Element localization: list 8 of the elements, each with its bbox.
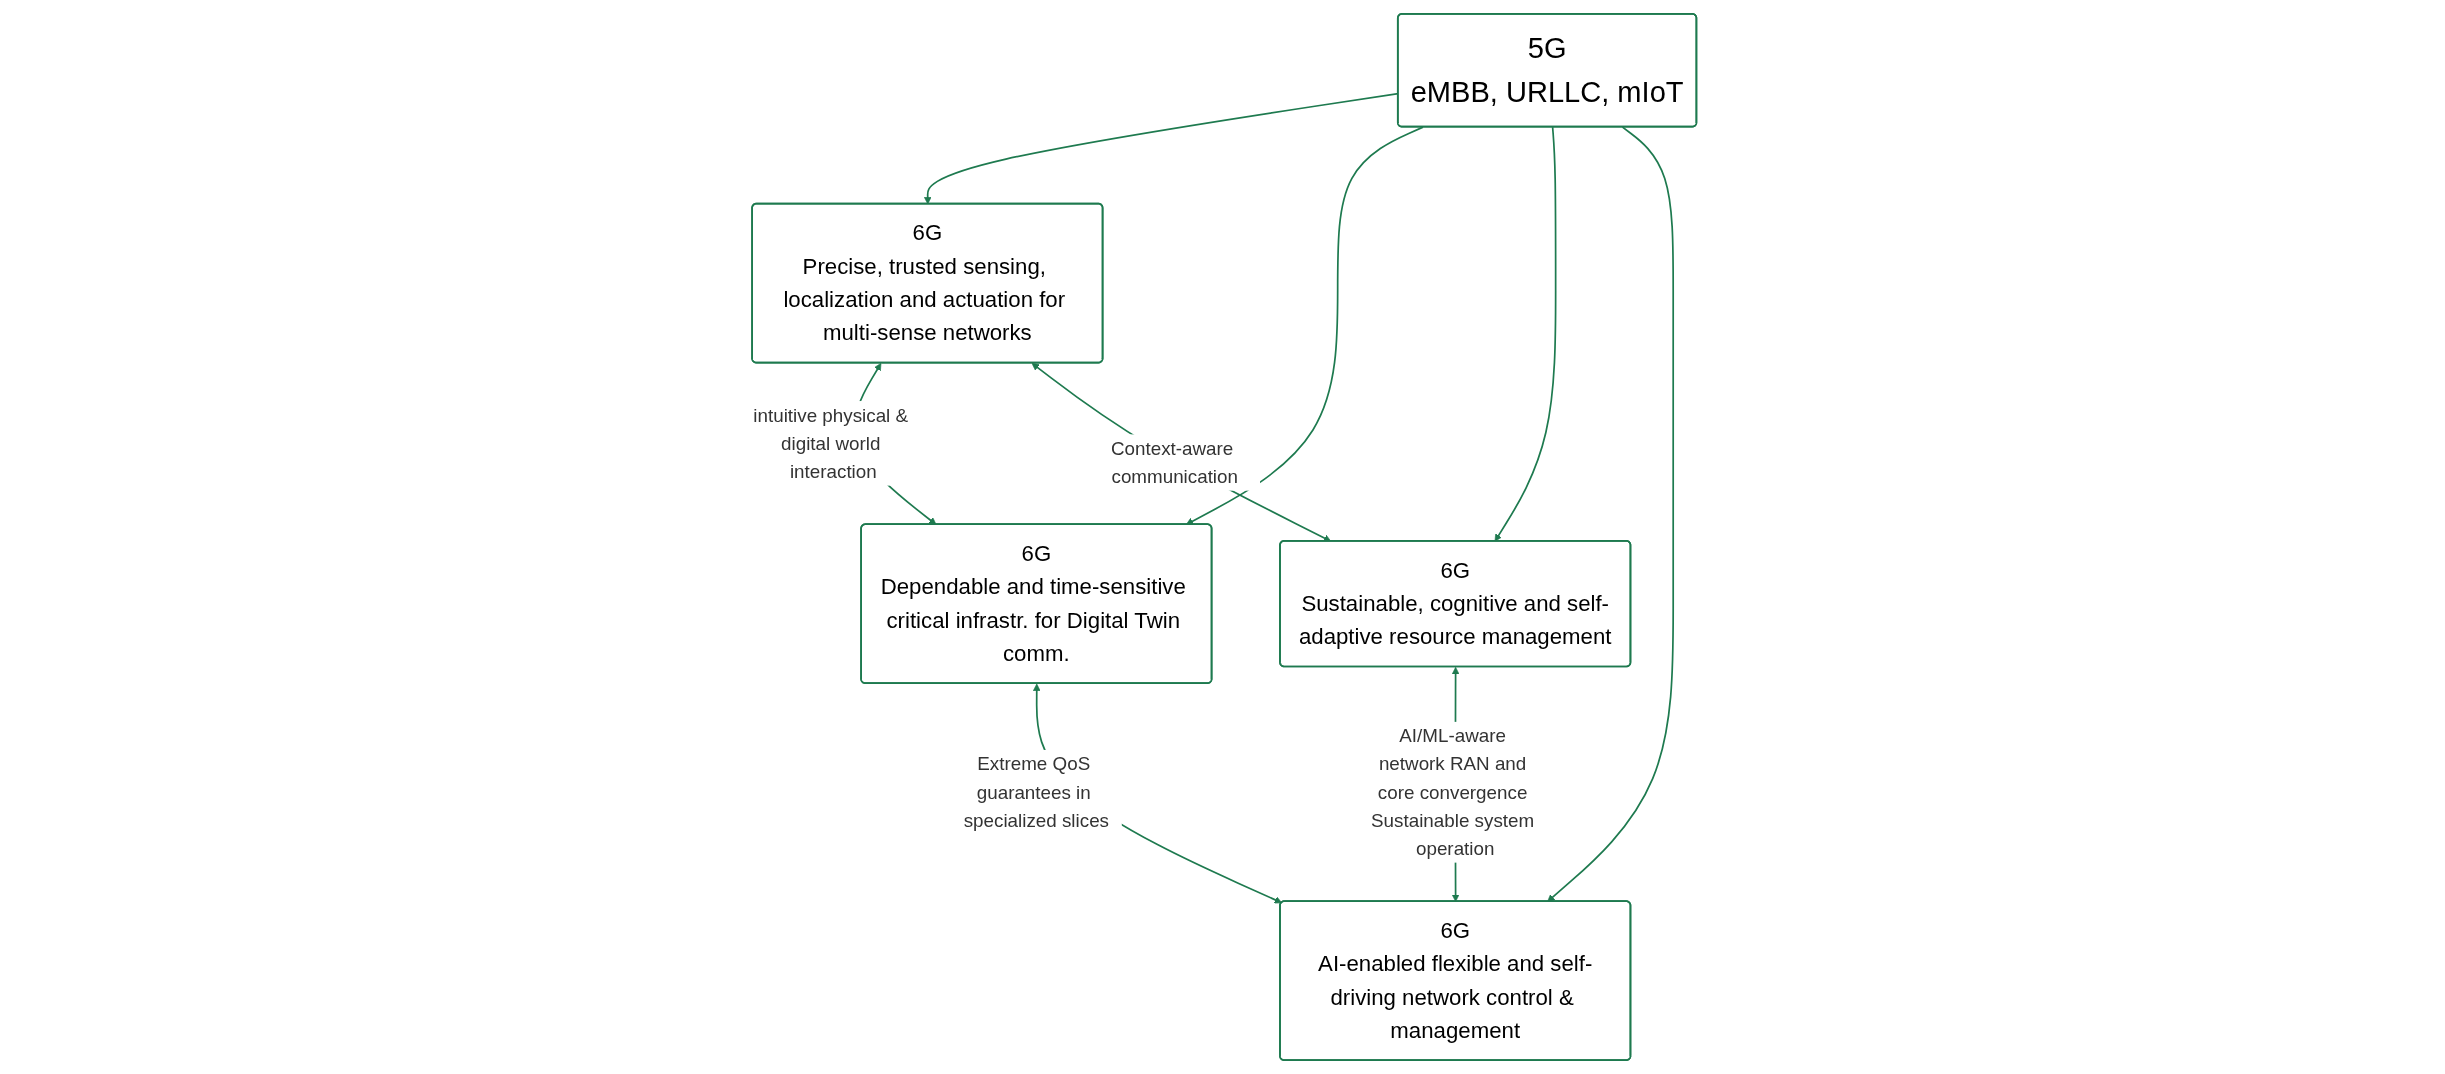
- edge-label: intuitive physical & digital world interaction: [753, 404, 909, 483]
- edge-label: Extreme QoS guarantees in specialized slices: [964, 753, 1110, 832]
- edge-label: Context-aware communication: [1111, 437, 1239, 488]
- arrow: [1495, 126, 1557, 542]
- arrow: [1031, 362, 1332, 542]
- edge-label: AI/ML-aware network RAN and core convergence Sustainable system operation: [1371, 725, 1535, 860]
- arrow: [1547, 126, 1675, 902]
- arrow: [1186, 126, 1425, 525]
